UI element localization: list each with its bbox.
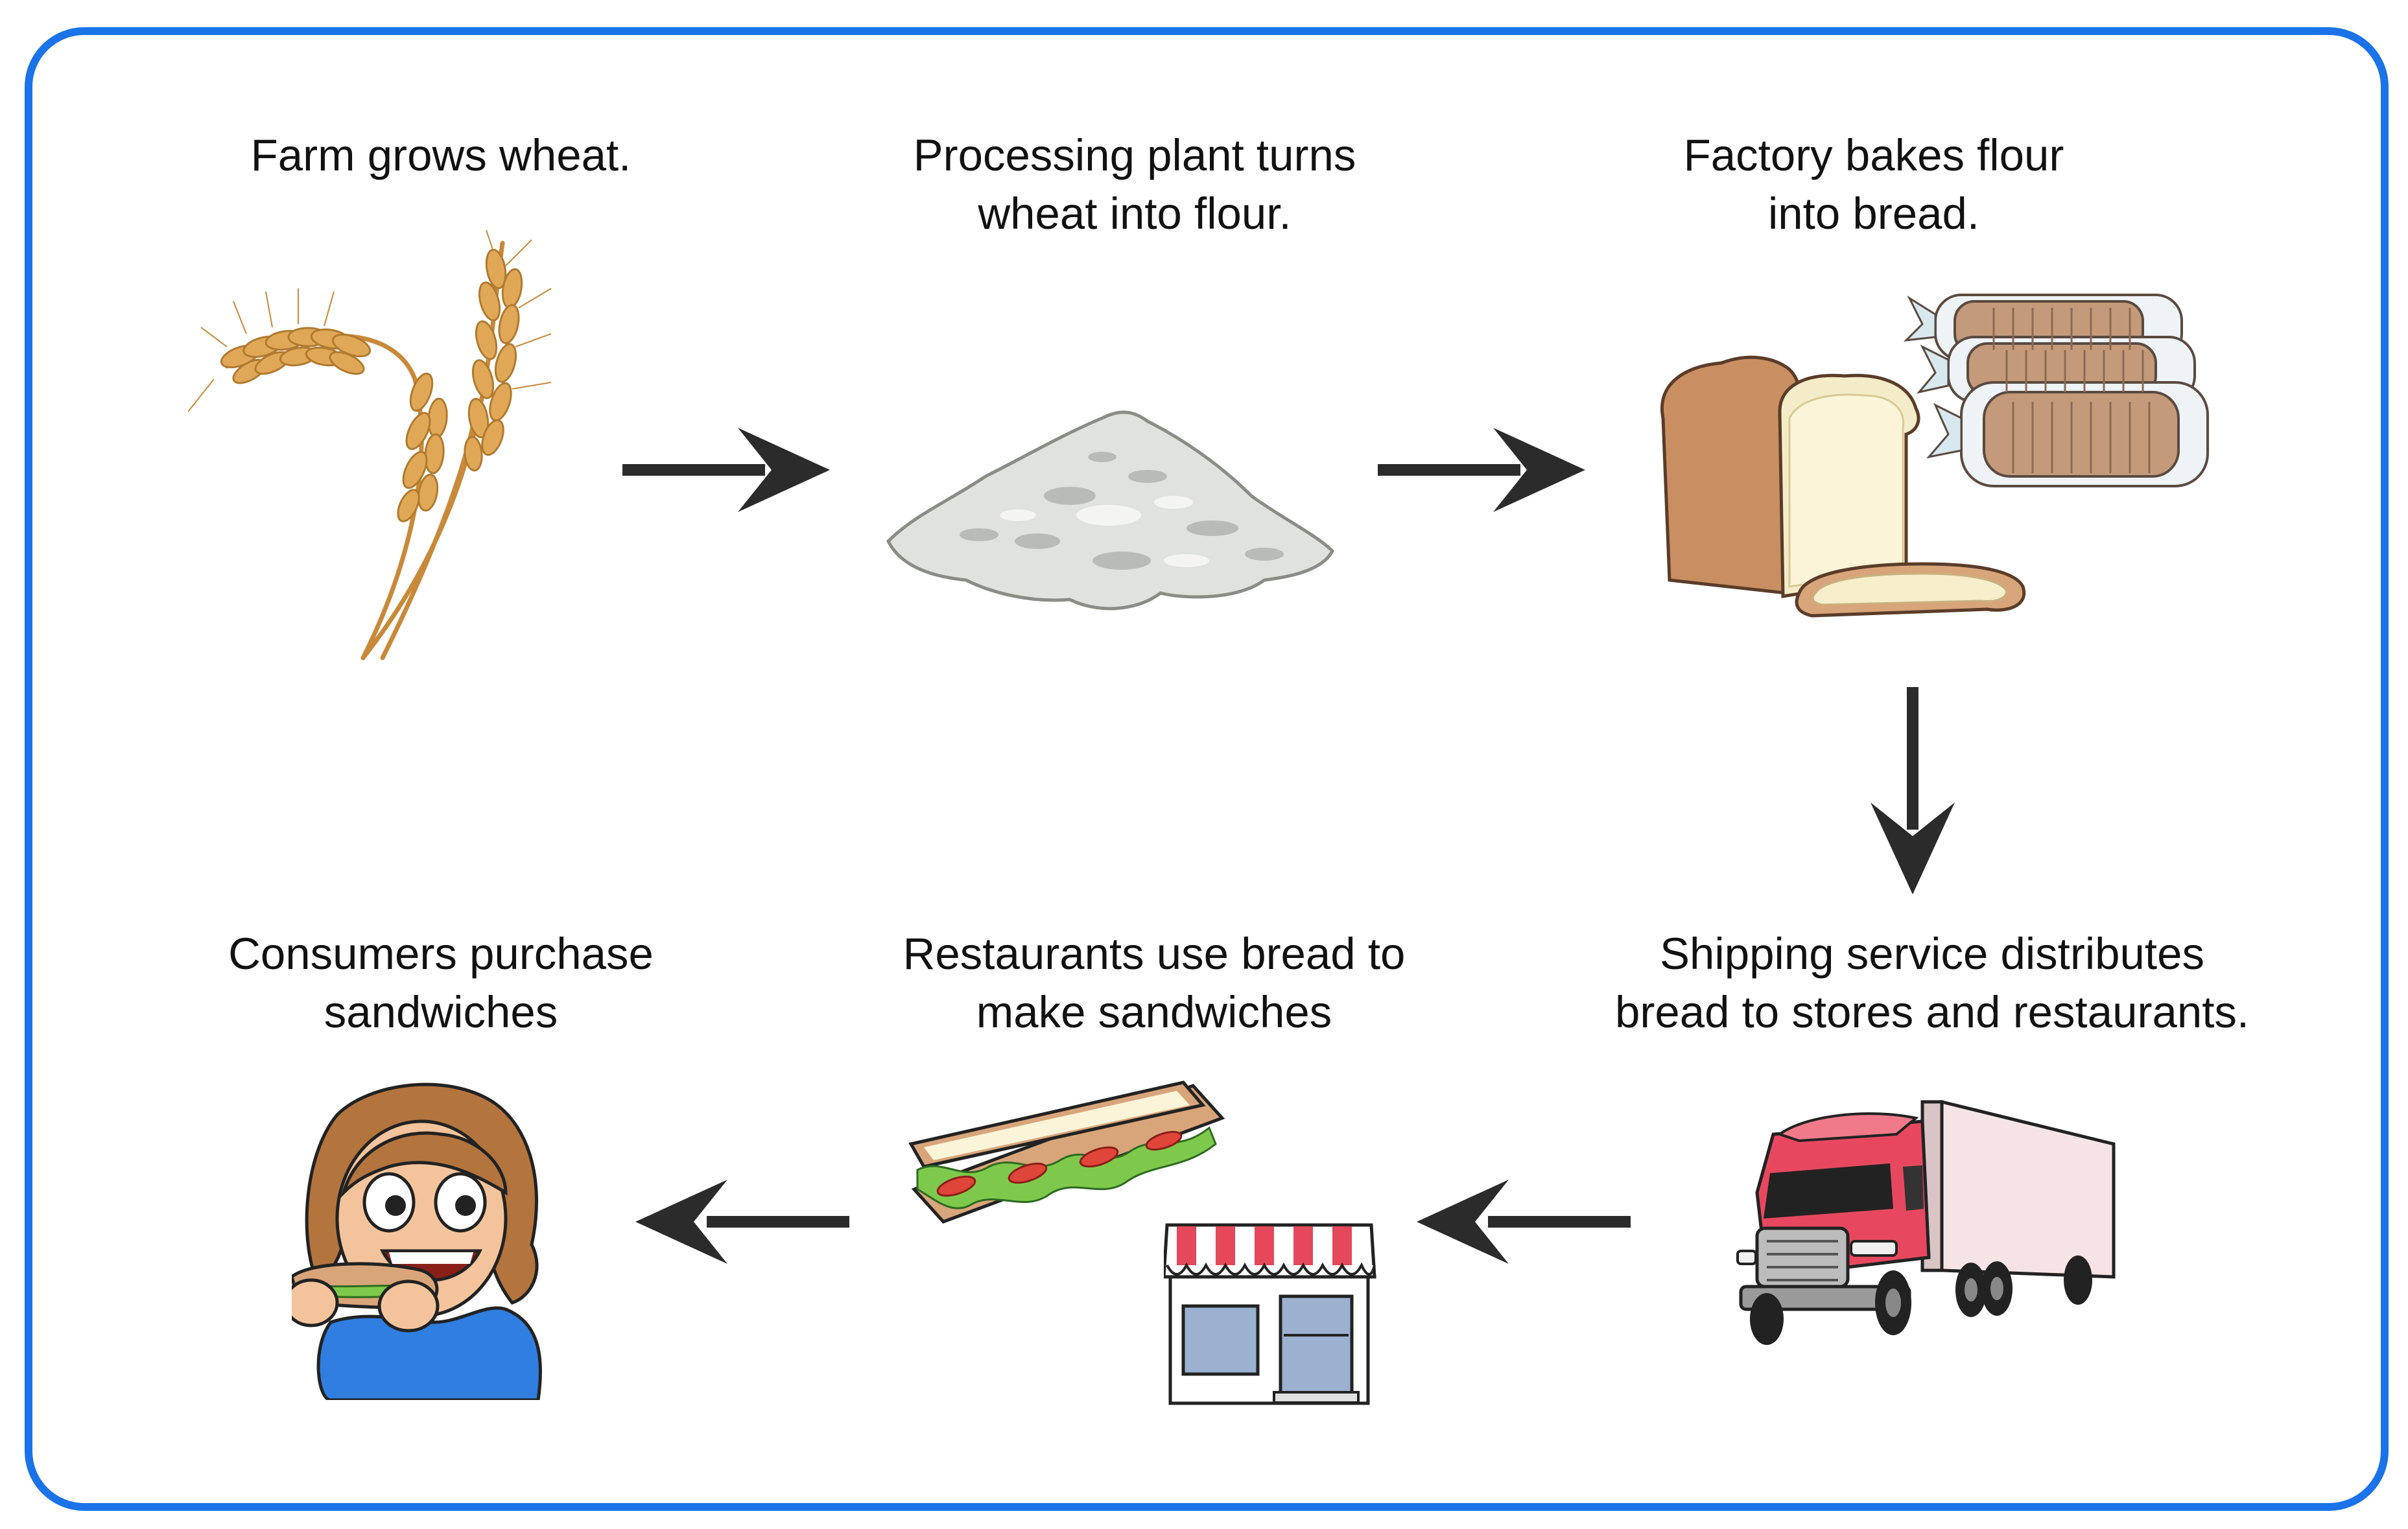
- caption-shipping: Shipping service distributes bread to st…: [1614, 929, 2250, 1037]
- arrow-restaurants-to-consumers: [635, 1180, 849, 1264]
- consumer-icon: [292, 1082, 542, 1400]
- arrow-shipping-to-restaurants: [1417, 1180, 1631, 1264]
- caption-consumers: Consumers purchase sandwiches: [228, 929, 654, 1037]
- caption-factory: Factory bakes flour into bread.: [1683, 130, 2064, 239]
- arrow-processing-to-factory: [1378, 428, 1585, 512]
- bread-icon: [1660, 294, 2209, 618]
- arrow-farm-to-processing: [622, 428, 830, 512]
- caption-restaurants: Restaurants use bread to make sandwiches: [903, 929, 1406, 1037]
- truck-icon: [1736, 1099, 2116, 1345]
- arrow-factory-to-shipping: [1871, 687, 1955, 894]
- flour-icon: [886, 410, 1335, 611]
- caption-farm: Farm grows wheat.: [250, 130, 632, 180]
- caption-processing: Processing plant turns wheat into flour.: [913, 130, 1356, 239]
- store-icon: [1164, 1223, 1376, 1405]
- wheat-icon: [188, 230, 552, 660]
- sandwich-icon: [908, 1080, 1225, 1224]
